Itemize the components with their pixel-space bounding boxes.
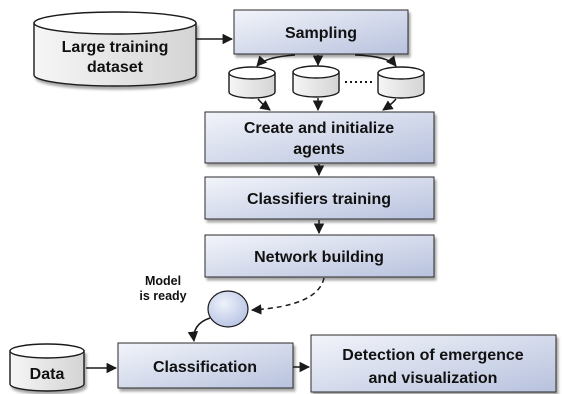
detection-label-line1: Detection of emergence	[342, 347, 523, 364]
edge-sampling-to-sample-3	[354, 54, 397, 67]
edge-sample-3-to-create	[382, 98, 397, 111]
large-dataset-label-line1: Large training	[62, 39, 169, 56]
detection-label-line2: and visualization	[369, 370, 498, 387]
edge-sampling-to-sample-1	[256, 54, 296, 67]
data-label: Data	[30, 366, 65, 383]
edge-sample-1-to-create	[257, 98, 271, 111]
classification-label: Classification	[153, 359, 257, 376]
classification-box: Classification	[117, 342, 294, 389]
classifiers-training-box: Classifiers training	[204, 176, 435, 220]
model-node	[207, 290, 249, 328]
network-building-box: Network building	[204, 234, 435, 278]
sample-cylinder-1	[228, 66, 276, 99]
sampling-label: Sampling	[285, 25, 357, 42]
large-dataset-cylinder: Large training dataset	[33, 11, 197, 87]
sampling-box: Sampling	[233, 9, 409, 55]
create-agents-box: Create and initialize agents	[204, 111, 435, 164]
network-building-label: Network building	[254, 249, 384, 266]
model-ready-label-line1: Model	[145, 274, 181, 288]
create-agents-label-line2: agents	[293, 141, 345, 158]
model-ready-label-line2: is ready	[139, 289, 186, 303]
detection-box: Detection of emergence and visualization	[310, 334, 557, 393]
create-agents-label-line1: Create and initialize	[244, 120, 394, 137]
edges	[86, 33, 397, 374]
large-dataset-label-line2: dataset	[87, 59, 144, 76]
classifiers-training-label: Classifiers training	[247, 191, 391, 208]
sample-cylinder-3	[377, 66, 425, 99]
sample-cylinder-2	[292, 65, 340, 98]
data-cylinder: Data	[9, 343, 85, 392]
edge-network-to-model	[250, 277, 325, 315]
edge-model-to-classification	[187, 317, 211, 343]
